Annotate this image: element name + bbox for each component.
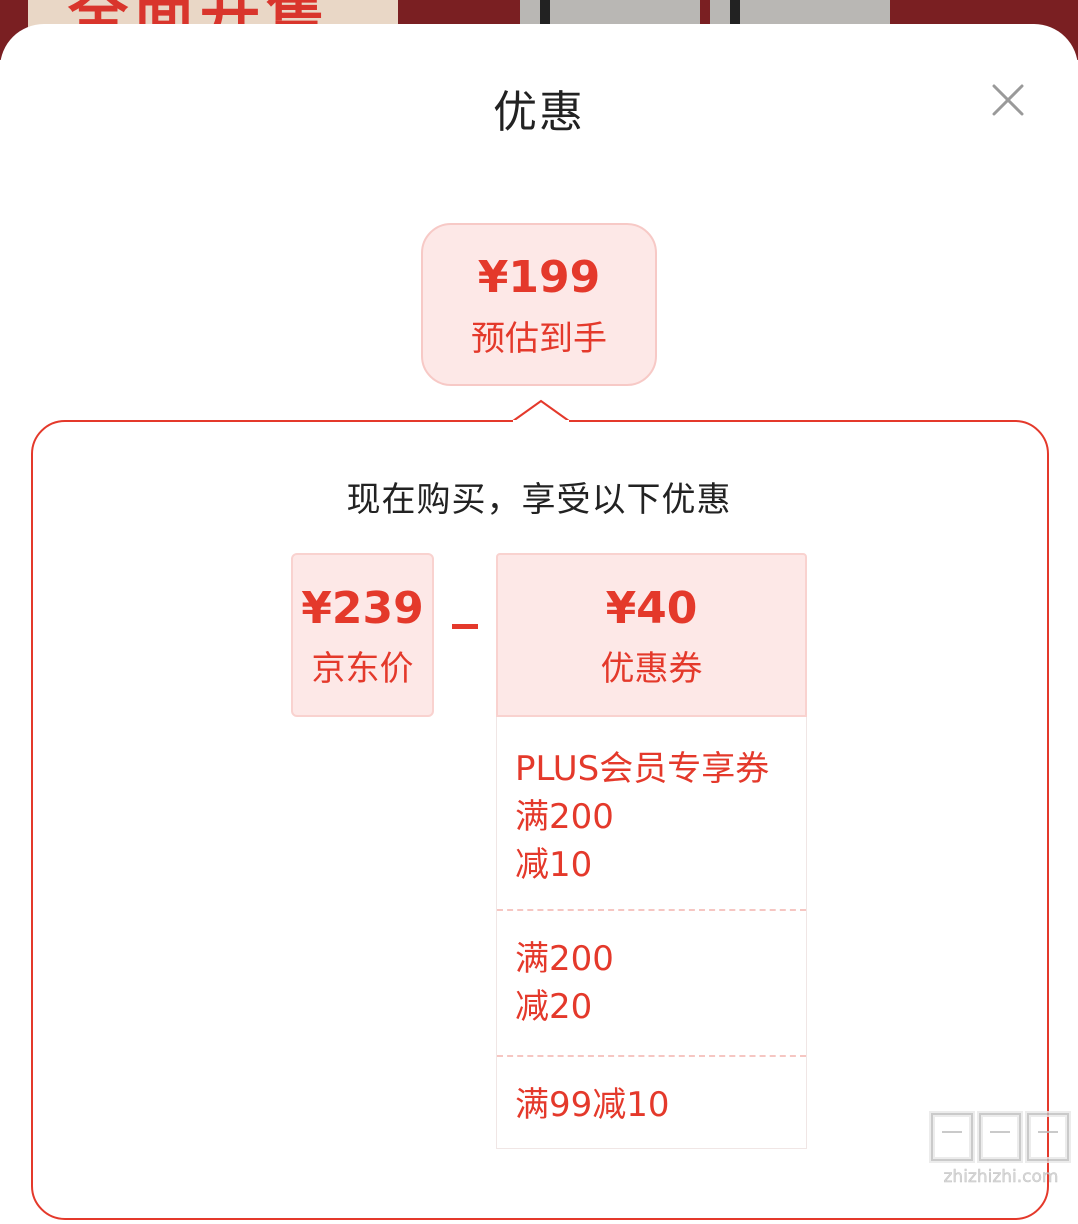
panel-pointer [512, 399, 570, 424]
watermark-logo: zhizhizhi.com [929, 1111, 1071, 1187]
jd-price-box: ¥239 京东价 [291, 553, 434, 717]
background-product-image [520, 0, 700, 28]
coupon-list: PLUS会员专享券 满200 减10 满200 减20 满99减10 [496, 717, 807, 1149]
background-product-image [710, 0, 890, 28]
coupon-line: 减20 [515, 987, 593, 1027]
watermark-text: zhizhizhi.com [944, 1167, 1059, 1187]
coupon-item[interactable]: PLUS会员专享券 满200 减10 [497, 717, 806, 911]
coupon-total-box: ¥40 优惠券 [496, 553, 807, 717]
coupon-item[interactable]: 满200 减20 [497, 911, 806, 1057]
coupon-total-label: 优惠券 [600, 649, 703, 689]
estimated-price: ¥199 [477, 252, 601, 303]
coupon-line: PLUS会员专享券 [515, 749, 770, 789]
coupon-item[interactable]: 满99减10 [497, 1057, 806, 1129]
coupon-total-value: ¥40 [605, 583, 698, 634]
background-banner: 全面开售 [28, 0, 398, 28]
jd-price-value: ¥239 [301, 583, 424, 634]
jd-price-label: 京东价 [311, 649, 414, 689]
coupon-line: 满200 [515, 939, 614, 979]
coupon-line: 减10 [515, 845, 593, 885]
coupon-line: 满200 [515, 797, 614, 837]
minus-operator [452, 624, 478, 629]
close-button[interactable] [988, 80, 1028, 120]
estimated-price-label: 预估到手 [471, 319, 607, 359]
sheet-title: 优惠 [493, 87, 585, 138]
close-icon [992, 84, 1024, 116]
watermark: zhizhizhi.com [928, 1104, 1074, 1188]
estimated-price-box: ¥199 预估到手 [421, 223, 657, 386]
coupon-line: 满99减10 [515, 1085, 670, 1125]
panel-title: 现在购买，享受以下优惠 [346, 480, 732, 520]
